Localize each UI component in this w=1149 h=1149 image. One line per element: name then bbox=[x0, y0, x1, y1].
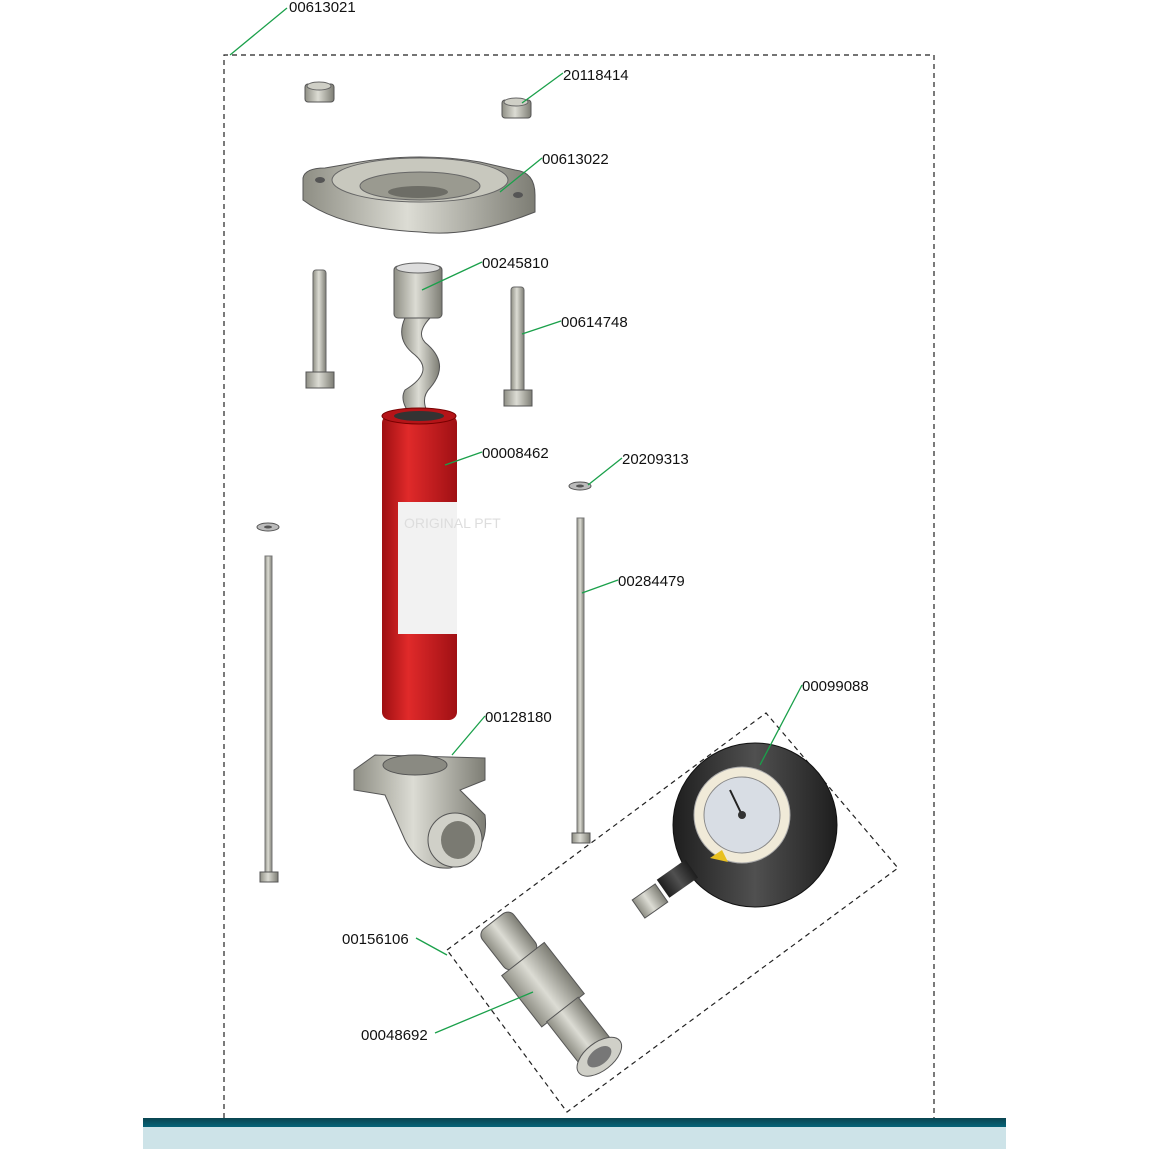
part-label: 20209313 bbox=[622, 451, 689, 468]
part-label: 00008462 bbox=[482, 445, 549, 462]
part-label: 00099088 bbox=[802, 678, 869, 695]
stator-label-text: ORIGINAL PFT bbox=[404, 515, 501, 531]
leader-lines bbox=[229, 7, 803, 1034]
part-label: 00613022 bbox=[542, 151, 609, 168]
footer-band bbox=[143, 1127, 1006, 1149]
washer-part bbox=[256, 522, 280, 532]
part-label: 00156106 bbox=[342, 931, 409, 948]
stator-part: ORIGINAL PFT bbox=[381, 407, 501, 720]
part-label-assembly: 00613021 bbox=[289, 0, 356, 16]
flange-part bbox=[302, 156, 536, 234]
coupling-part bbox=[480, 911, 623, 1077]
footer-bar bbox=[143, 1118, 1006, 1127]
tie-rod-part bbox=[259, 555, 279, 883]
part-label: 00128180 bbox=[485, 709, 552, 726]
part-label: 00284479 bbox=[618, 573, 685, 590]
rotor-part bbox=[393, 262, 443, 421]
part-label: 00245810 bbox=[482, 255, 549, 272]
nut-part bbox=[304, 81, 335, 103]
tie-rod-part bbox=[571, 517, 591, 844]
part-label: 20118414 bbox=[563, 67, 629, 84]
assembly-boundary bbox=[223, 54, 935, 1118]
part-label: 00048692 bbox=[361, 1027, 428, 1044]
nut-part bbox=[501, 97, 532, 119]
part-label: 00614748 bbox=[561, 314, 628, 331]
suction-housing-part bbox=[353, 754, 487, 869]
pressure-gauge-part bbox=[631, 742, 838, 919]
gauge-kit-boundary bbox=[446, 712, 899, 1113]
bolt-part bbox=[503, 286, 533, 407]
bolt-part bbox=[305, 269, 335, 389]
washer-part bbox=[568, 481, 592, 491]
